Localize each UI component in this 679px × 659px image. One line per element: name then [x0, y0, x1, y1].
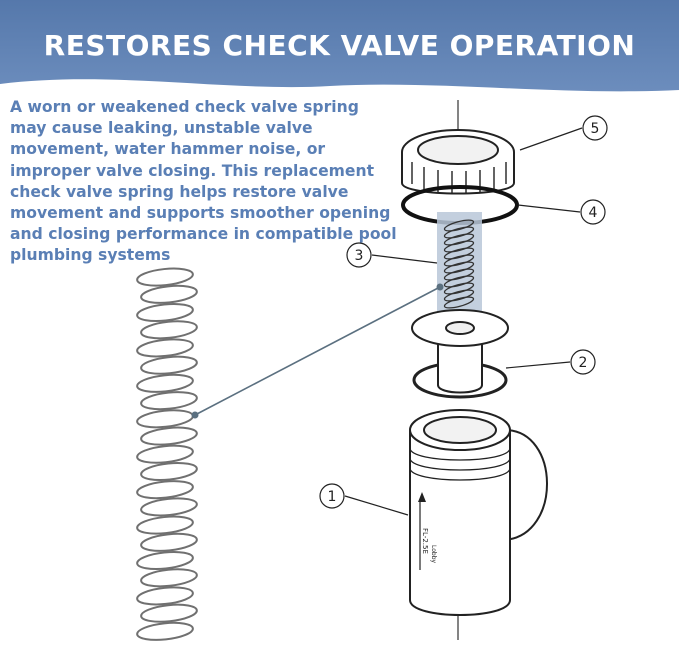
description-text: A worn or weakened check valve spring ma… [10, 98, 397, 265]
spring-coil [140, 497, 198, 517]
mini-spring-coil [443, 282, 475, 295]
callout-2-label: 2 [579, 355, 588, 371]
spring-coil [136, 444, 194, 464]
spring-coil [136, 621, 194, 641]
callout-3 [346, 242, 438, 268]
spring-coil [140, 603, 198, 623]
spring-coil [140, 355, 198, 375]
spring-coil [136, 515, 194, 535]
spring-coil [140, 284, 198, 304]
mini-spring-coil [443, 219, 475, 232]
spring-coil [140, 320, 198, 340]
spring-coil [136, 409, 194, 429]
spring-coil [136, 302, 194, 323]
part-2-bushing [411, 309, 509, 399]
spring-coil [140, 461, 198, 482]
part-3-spring [443, 219, 475, 309]
spring-leader-line [194, 286, 441, 416]
spring-coil [140, 391, 198, 411]
mini-spring-coil [443, 240, 475, 253]
mini-spring-coil [443, 226, 475, 239]
leader-dot-right [436, 283, 444, 291]
part-1-valve-body [409, 409, 548, 616]
callout-4 [517, 199, 606, 225]
spring-coil [136, 480, 194, 500]
callout-1 [319, 483, 409, 516]
leader-dot-left [191, 411, 199, 419]
callout-5-label: 5 [591, 121, 600, 137]
spring-coil [140, 568, 198, 588]
spring-coil [140, 532, 198, 552]
spring-coil [136, 373, 194, 393]
callout-3-label: 3 [355, 248, 364, 264]
callout-2 [505, 349, 596, 375]
mini-spring-coil [443, 289, 475, 302]
part-5-cap [401, 129, 515, 195]
spring-coil [136, 586, 194, 606]
mini-spring-coil [443, 247, 475, 260]
mini-spring-coil [443, 275, 475, 288]
spring-illustration [136, 267, 198, 641]
callout-5 [519, 115, 608, 151]
mini-spring-coil [443, 233, 475, 246]
callout-1-label: 1 [328, 489, 337, 505]
header-banner: RESTORES CHECK VALVE OPERATION [0, 0, 679, 100]
banner-title: RESTORES CHECK VALVE OPERATION [43, 29, 636, 62]
body-marking-1: FL-2.5E [421, 528, 429, 554]
mini-spring-coil [443, 296, 475, 309]
spring-coil [136, 550, 194, 571]
mini-spring-coil [443, 261, 475, 274]
body-marking-2: Lobby [430, 545, 437, 564]
mini-spring-coil [443, 268, 475, 281]
mini-spring-coil [443, 254, 475, 267]
banner-background [0, 0, 679, 92]
callout-4-label: 4 [589, 205, 598, 221]
spring-coil [136, 338, 194, 358]
spring-coil [140, 426, 198, 446]
spring-coil [136, 267, 194, 287]
